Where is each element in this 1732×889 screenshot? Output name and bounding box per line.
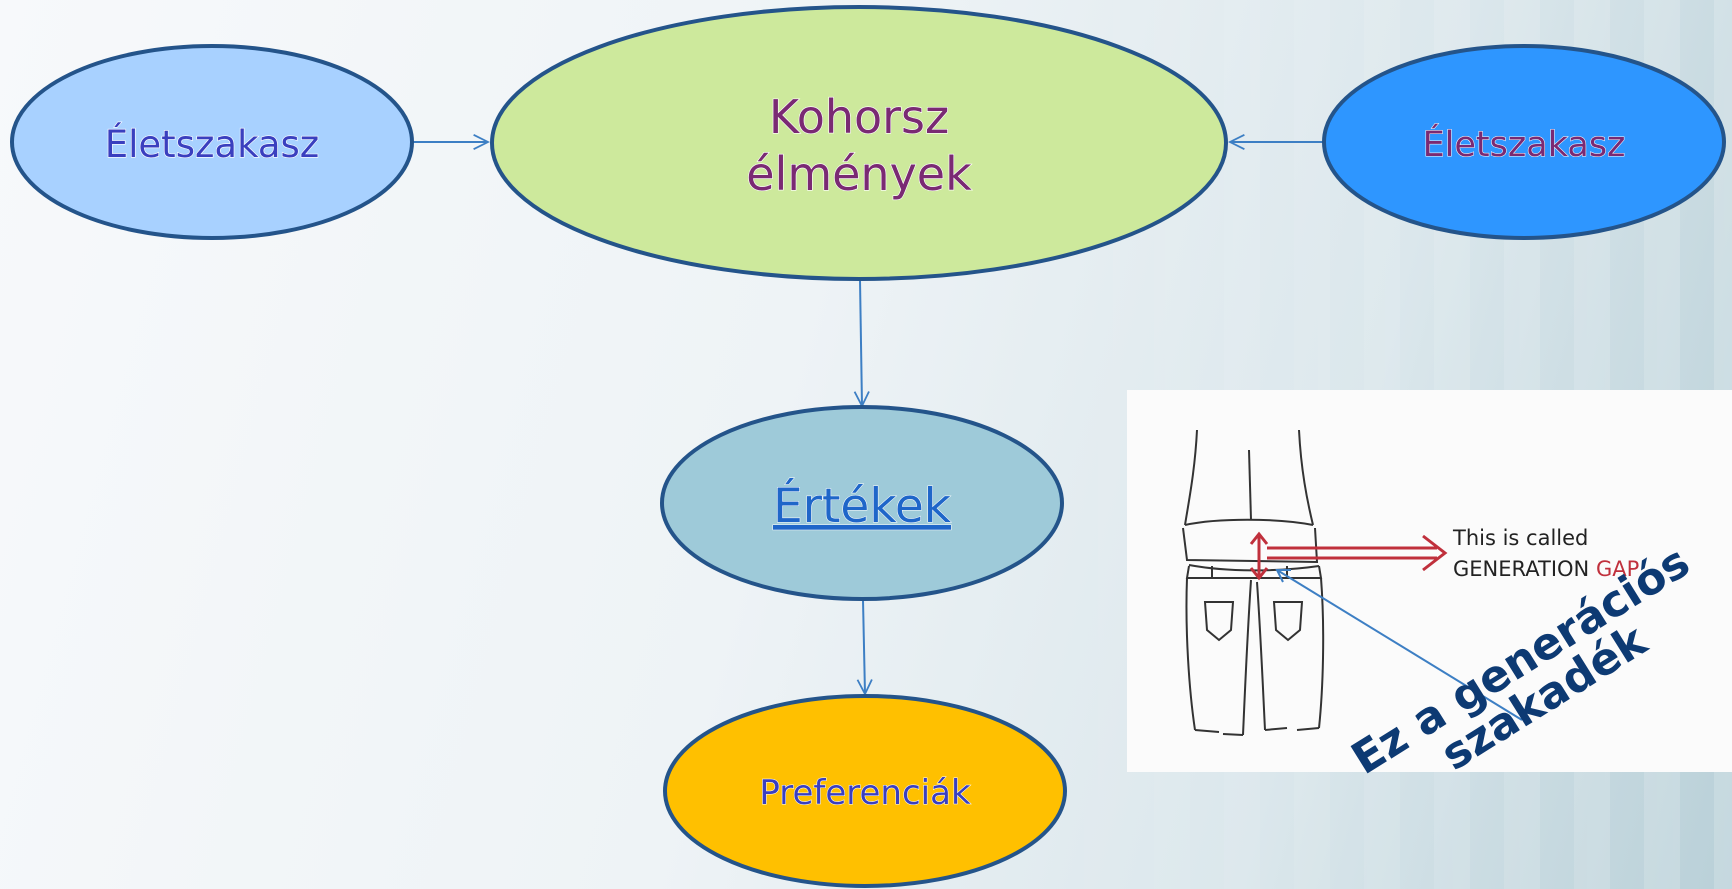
- edge-values-to-preferences: [863, 600, 865, 694]
- node-life-stage-right-label: Életszakasz: [1423, 123, 1626, 165]
- node-life-stage-left: Életszakasz: [12, 46, 412, 238]
- node-cohort-label-line2: élmények: [746, 147, 972, 201]
- node-life-stage-right: Életszakasz: [1324, 46, 1724, 238]
- node-values-link[interactable]: Értékek: [773, 479, 952, 534]
- node-cohort-experiences: Kohorsz élmények: [492, 7, 1226, 279]
- image-text-line1: This is called: [1452, 526, 1588, 550]
- edge-cohort-to-values: [860, 280, 862, 406]
- node-preferences-label: Preferenciák: [759, 773, 971, 813]
- node-preferences: Preferenciák: [665, 696, 1065, 886]
- node-life-stage-left-label: Életszakasz: [105, 122, 319, 166]
- node-cohort-label-line1: Kohorsz: [769, 90, 949, 144]
- node-values[interactable]: Értékek: [662, 407, 1062, 599]
